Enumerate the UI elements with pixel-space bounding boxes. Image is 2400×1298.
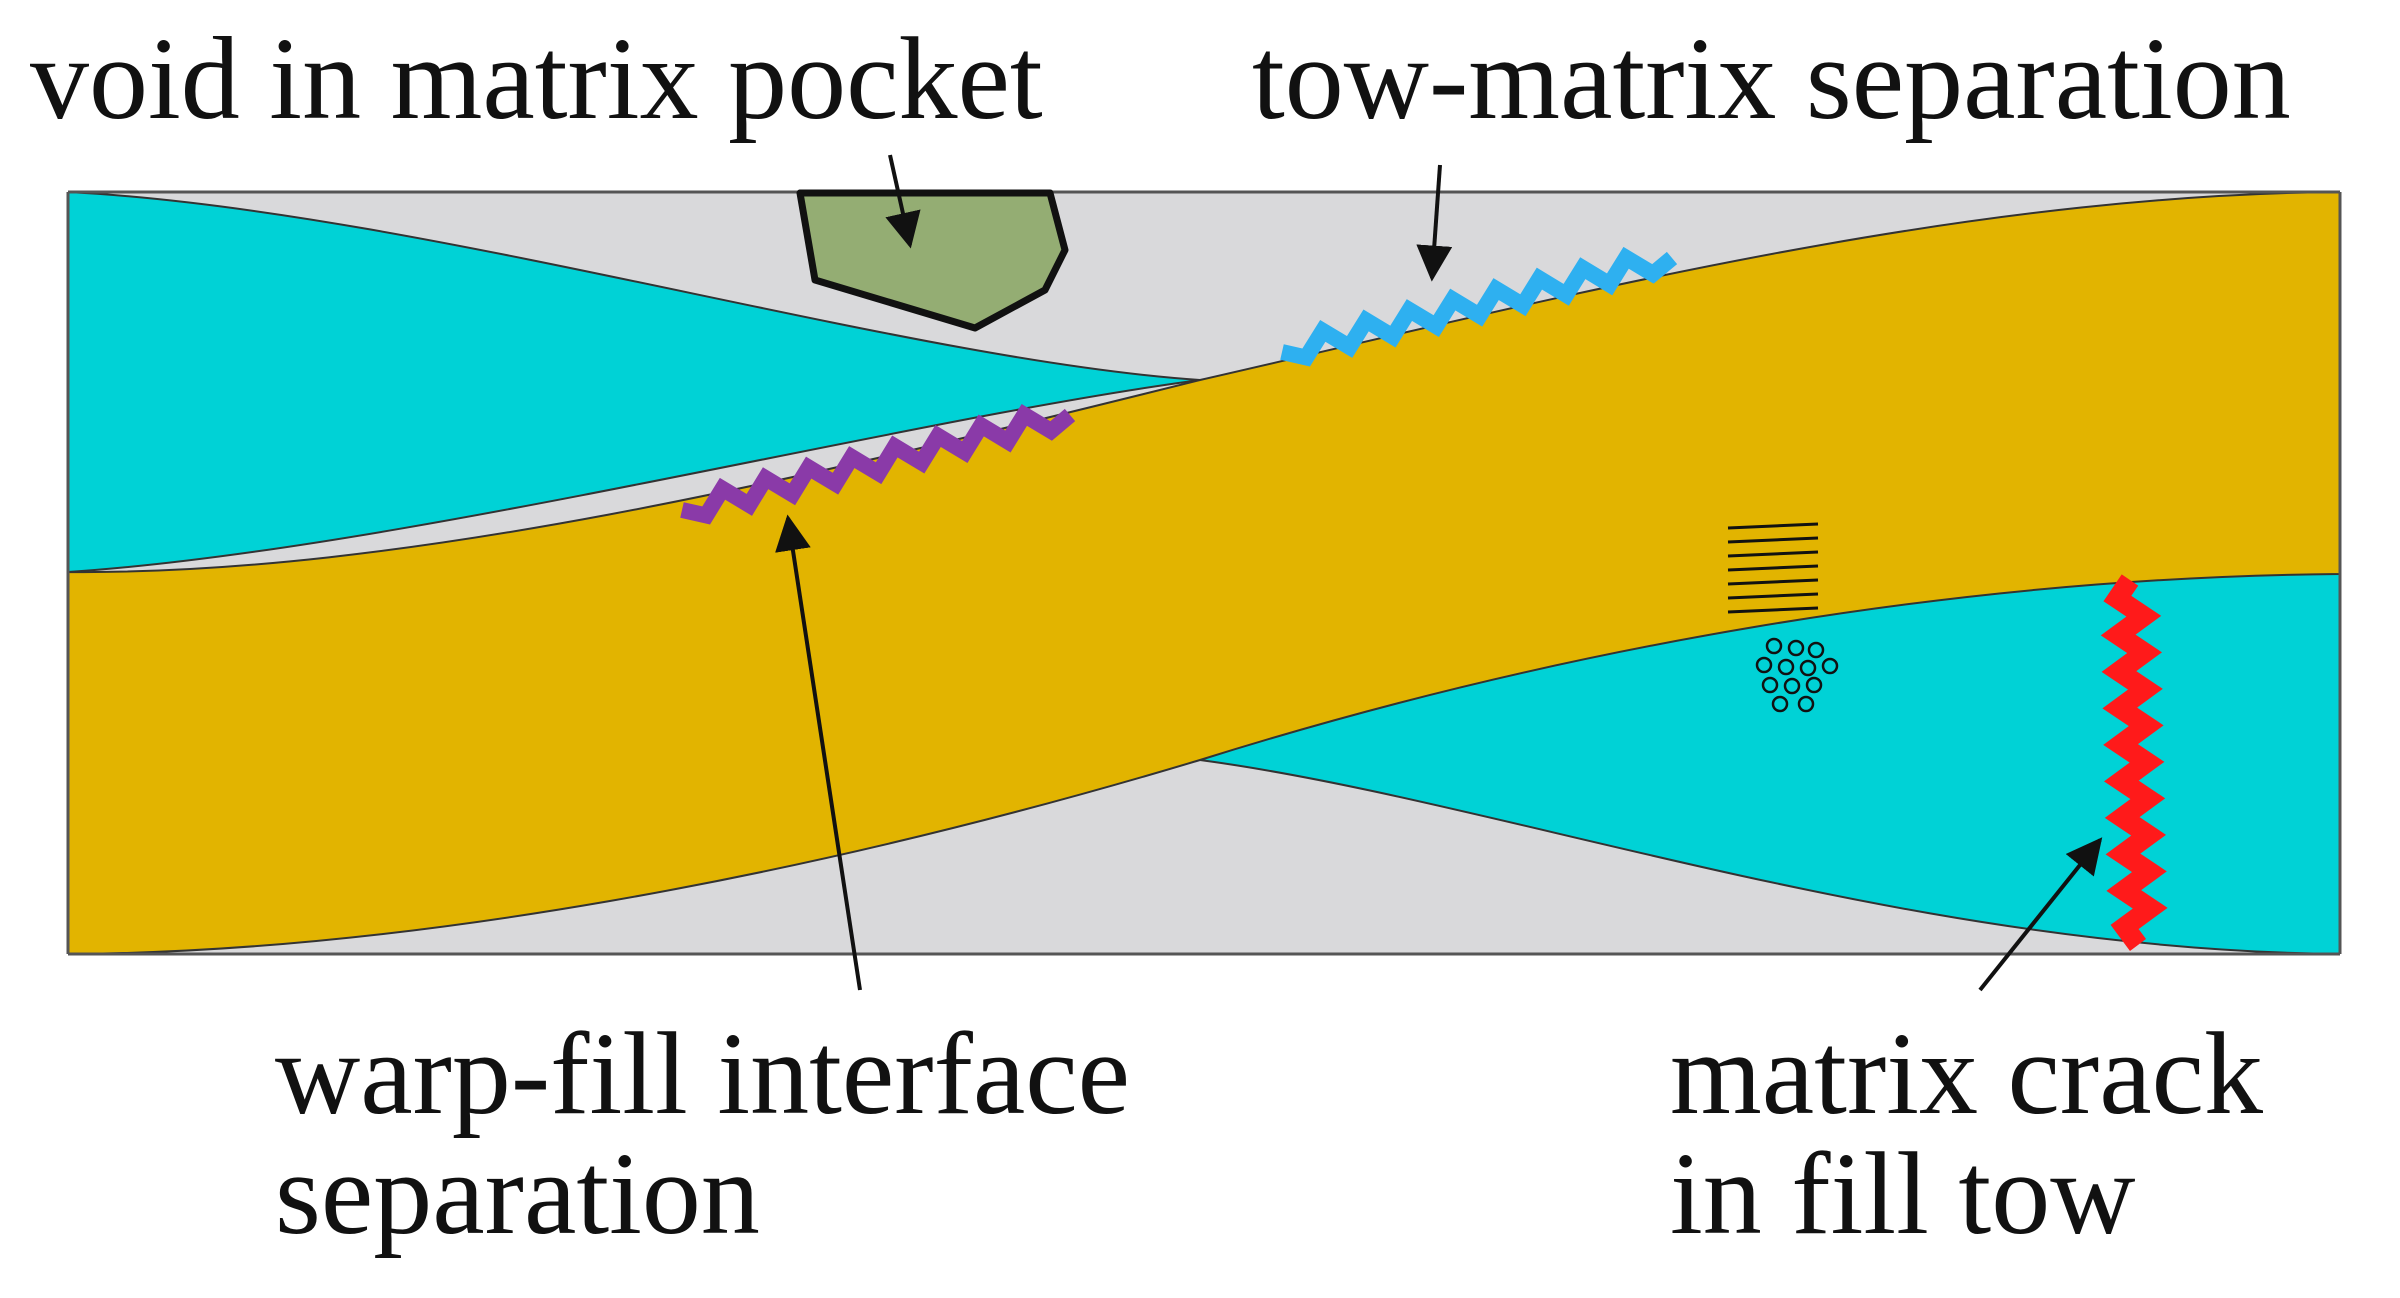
- void-shape: [796, 189, 1069, 332]
- warp-fill-separation-crack: [680, 403, 1076, 525]
- matrix-crack-label-line2: in fill tow: [1670, 1128, 2136, 1259]
- warp-fill-label-line1: warp-fill interface: [275, 1008, 1130, 1139]
- void-label: void in matrix pocket: [30, 13, 1043, 144]
- matrix-crack: [2100, 574, 2168, 951]
- tow-matrix-separation-crack: [1280, 246, 1678, 367]
- matrix-crack-pointer-arrow: [1978, 837, 2103, 992]
- tow-matrix-pointer-arrow: [1416, 164, 1453, 282]
- tow-matrix-label: tow-matrix separation: [1252, 13, 2291, 144]
- void-pointer-arrow: [885, 154, 921, 249]
- fiber-layer-lines-icon: [1727, 522, 1819, 614]
- warp-fill-label-line2: separation: [275, 1128, 760, 1259]
- matrix-crack-label-line1: matrix crack: [1670, 1008, 2263, 1139]
- fiber-cross-section-icon: [1755, 637, 1839, 713]
- warp-fill-pointer-arrow: [775, 514, 862, 991]
